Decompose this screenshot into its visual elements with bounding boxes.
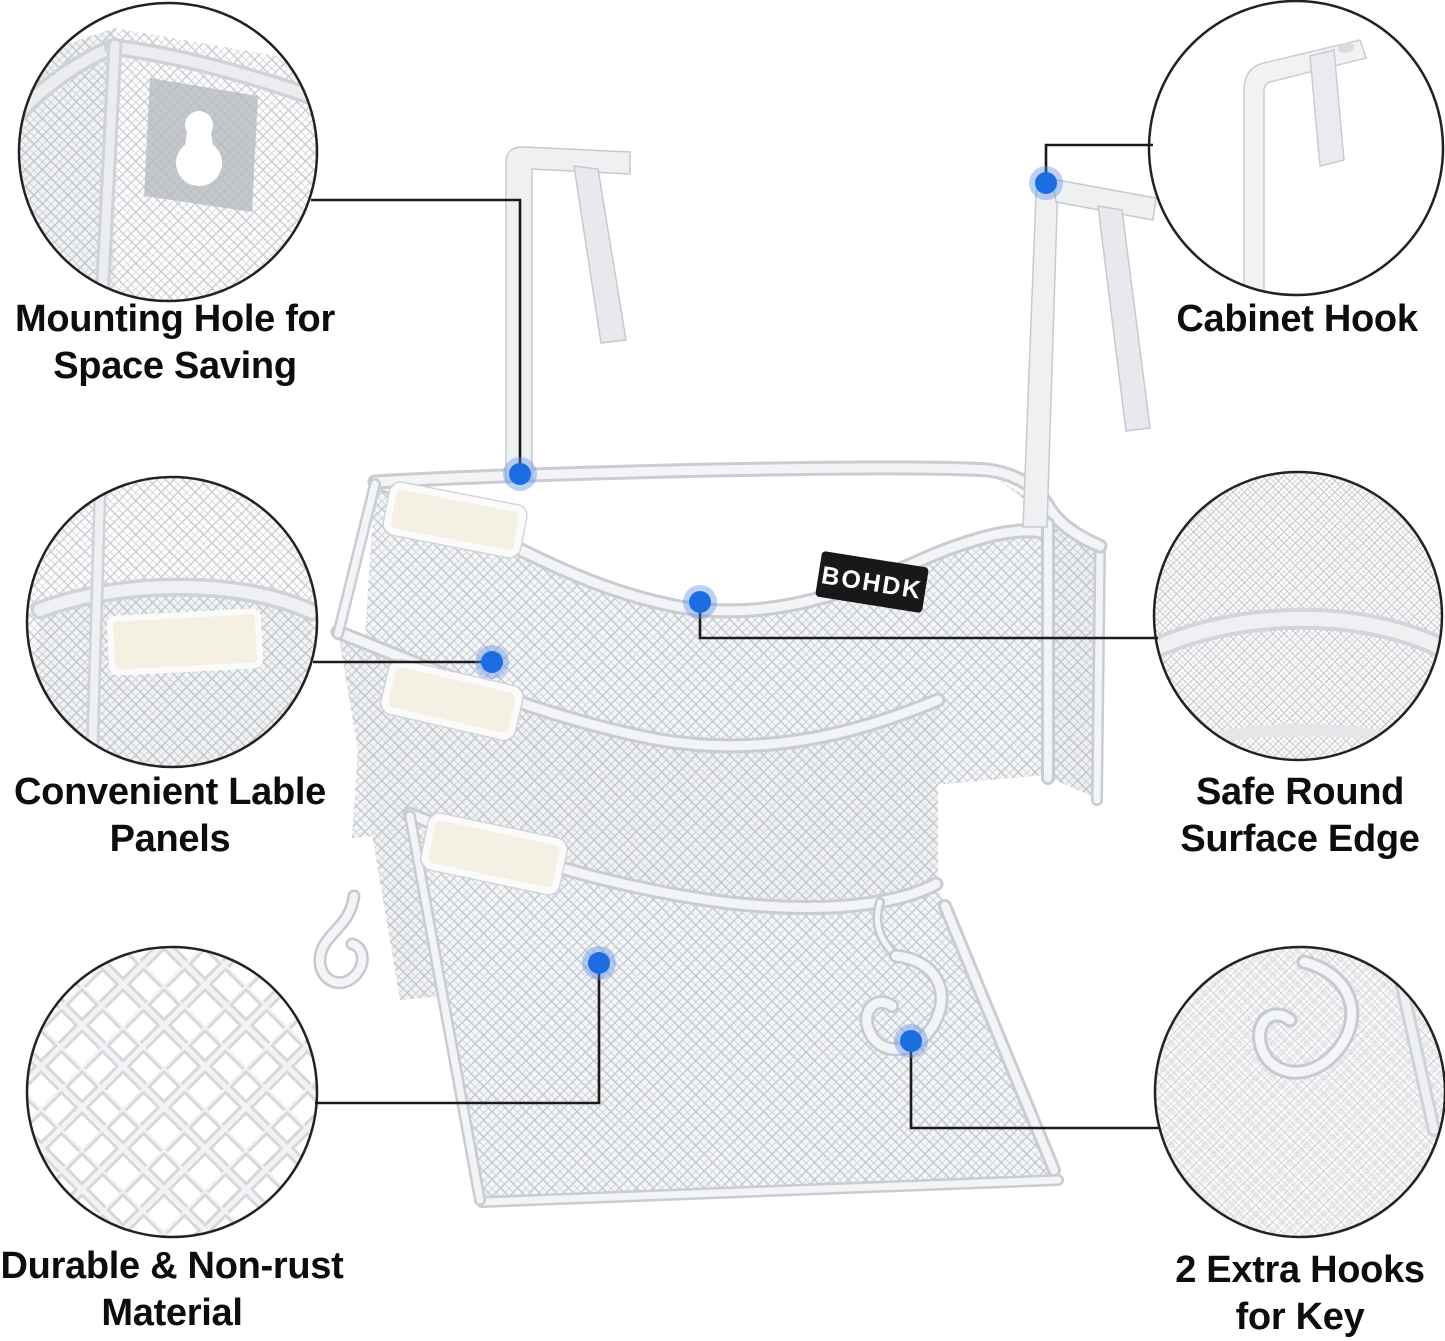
round-edge-inset-image bbox=[1152, 470, 1444, 762]
connector-lines bbox=[311, 143, 1160, 1130]
right-hook-flap bbox=[1097, 205, 1151, 432]
marker-cabinet-hook bbox=[1029, 166, 1063, 200]
label-panel-1 bbox=[382, 481, 528, 559]
connector-material bbox=[315, 966, 601, 1105]
product-photo: BOHDK bbox=[313, 146, 1157, 1208]
callout-label-round-edge: Safe Round Surface Edge bbox=[1180, 771, 1420, 860]
basket-rear-rim bbox=[367, 460, 1108, 554]
label-panel-2 bbox=[379, 658, 525, 742]
marker-dots bbox=[475, 166, 1063, 1058]
callout-label-mounting-hole: Mounting Hole for Space Saving bbox=[15, 298, 335, 387]
label-panel-3 bbox=[419, 812, 569, 896]
connector-round-edge bbox=[698, 604, 1158, 640]
callout-label-label-panels: Convenient Lable Panels bbox=[14, 771, 326, 860]
right-door-hook bbox=[1022, 178, 1157, 528]
callout-label-material: Durable & Non-rust Material bbox=[0, 1245, 344, 1334]
cabinet-hook-inset-image bbox=[1147, 0, 1445, 297]
extra-hooks-inset-image bbox=[1153, 945, 1445, 1239]
marker-extra-hooks bbox=[894, 1024, 928, 1058]
label-panel-inset-image bbox=[25, 475, 319, 769]
marker-round-edge bbox=[683, 585, 717, 619]
connector-extra-hooks bbox=[909, 1044, 1160, 1130]
left-door-hook bbox=[505, 146, 631, 481]
left-s-hook bbox=[313, 889, 369, 990]
callout-label-extra-hooks: 2 Extra Hooks for Key bbox=[1175, 1249, 1425, 1338]
marker-mounting-hole bbox=[503, 457, 537, 491]
left-hook-flap bbox=[573, 165, 627, 344]
marker-label-panels bbox=[475, 645, 509, 679]
connector-mounting-hole bbox=[311, 198, 522, 468]
mesh-material-inset-image bbox=[25, 945, 319, 1239]
brand-badge: BOHDK bbox=[815, 551, 929, 613]
pocket-bottom bbox=[402, 806, 1064, 1208]
basket-right-side-panel bbox=[988, 472, 1106, 806]
marker-material bbox=[582, 946, 616, 980]
connector-cabinet-hook bbox=[1044, 143, 1153, 180]
mounting-hole-inset-image bbox=[17, 1, 319, 303]
callout-label-cabinet-hook: Cabinet Hook bbox=[1176, 298, 1418, 340]
